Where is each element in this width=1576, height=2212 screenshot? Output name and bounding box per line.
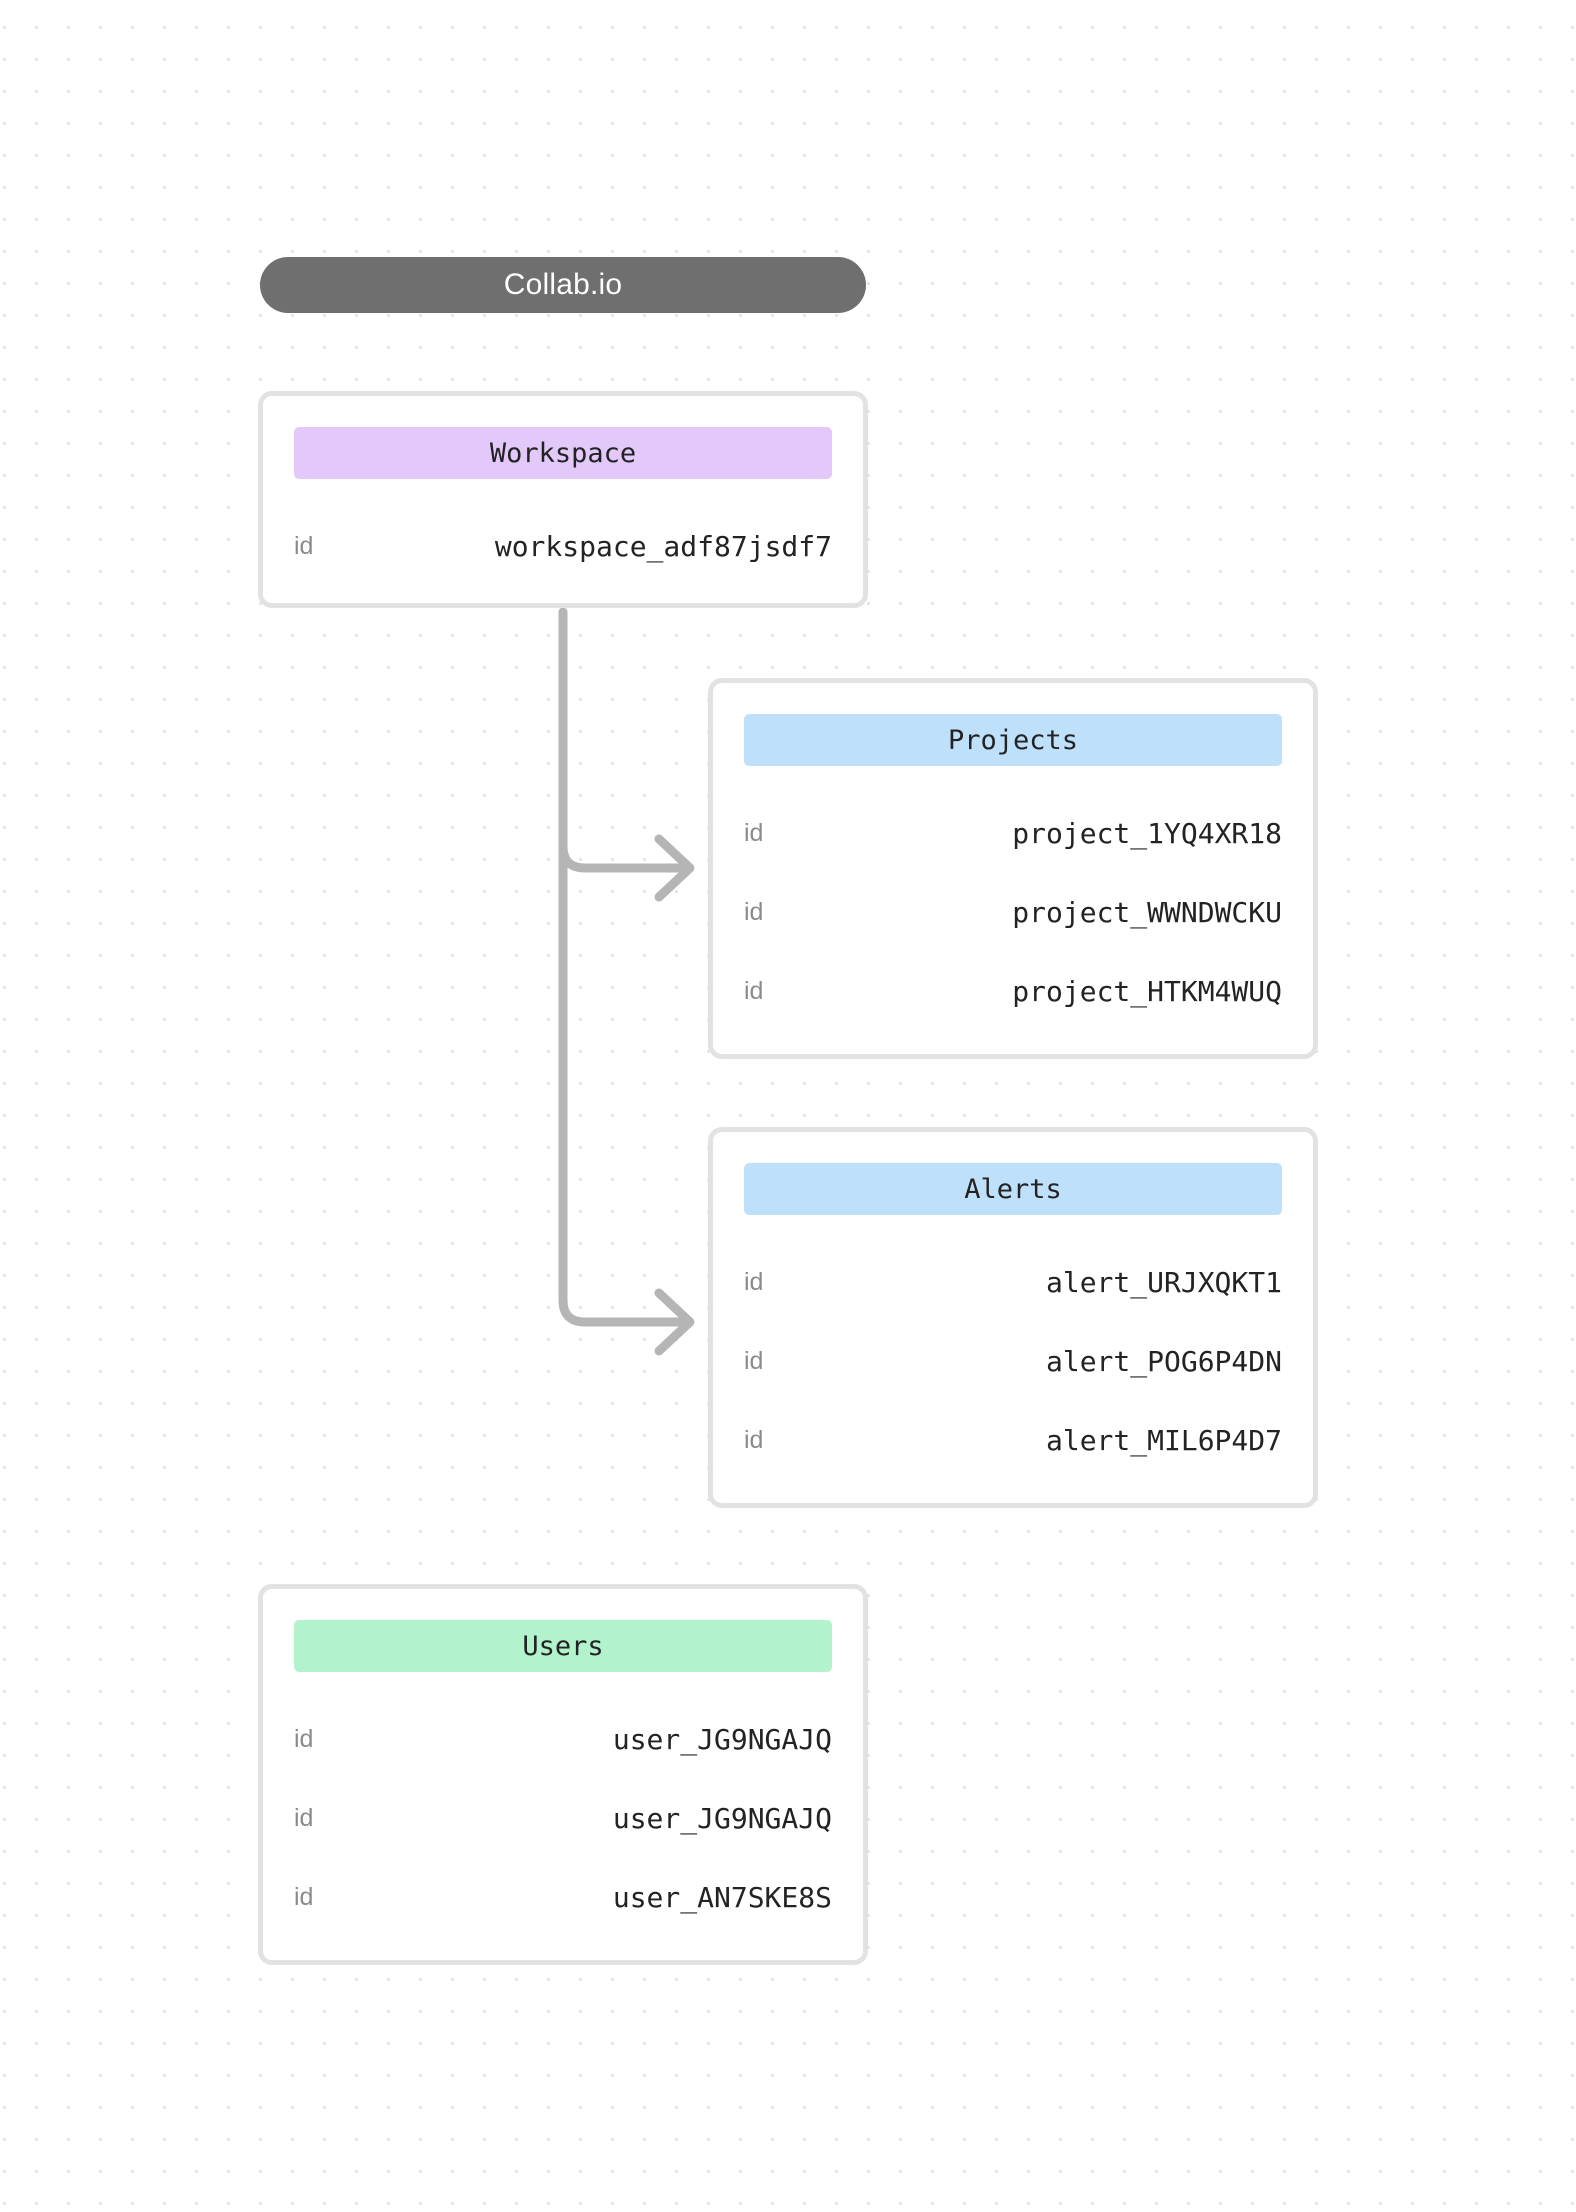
table-row[interactable]: id user_JG9NGAJQ xyxy=(294,1700,832,1779)
row-key: id xyxy=(294,1883,314,1911)
table-row[interactable]: id workspace_adf87jsdf7 xyxy=(294,507,832,586)
table-row[interactable]: id alert_MIL6P4D7 xyxy=(744,1401,1282,1480)
card-rows-workspace: id workspace_adf87jsdf7 xyxy=(294,507,832,586)
card-rows-users: id user_JG9NGAJQ id user_JG9NGAJQ id use… xyxy=(294,1700,832,1937)
entity-card-workspace[interactable]: Workspace id workspace_adf87jsdf7 xyxy=(258,391,868,608)
arrowhead-alerts xyxy=(654,1288,695,1356)
entity-card-projects[interactable]: Projects id project_1YQ4XR18 id project_… xyxy=(708,678,1318,1059)
card-title-projects: Projects xyxy=(947,724,1079,756)
row-value: workspace_adf87jsdf7 xyxy=(494,530,832,563)
card-header-projects: Projects xyxy=(744,714,1282,766)
card-rows-projects: id project_1YQ4XR18 id project_WWNDWCKU … xyxy=(744,794,1282,1031)
row-key: id xyxy=(294,1725,314,1753)
connector-branch-projects xyxy=(558,841,693,873)
table-row[interactable]: id project_1YQ4XR18 xyxy=(744,794,1282,873)
table-row[interactable]: id project_HTKM4WUQ xyxy=(744,952,1282,1031)
row-key: id xyxy=(744,1268,764,1296)
row-key: id xyxy=(294,532,314,560)
card-title-alerts: Alerts xyxy=(964,1173,1062,1205)
row-value: alert_MIL6P4D7 xyxy=(1045,1424,1282,1457)
card-header-alerts: Alerts xyxy=(744,1163,1282,1215)
row-value: alert_POG6P4DN xyxy=(1045,1345,1282,1378)
diagram-title-pill: Collab.io xyxy=(260,257,866,313)
card-header-users: Users xyxy=(294,1620,832,1672)
table-row[interactable]: id project_WWNDWCKU xyxy=(744,873,1282,952)
card-rows-alerts: id alert_URJXQKT1 id alert_POG6P4DN id a… xyxy=(744,1243,1282,1480)
row-value: user_JG9NGAJQ xyxy=(612,1723,832,1756)
arrowhead-projects xyxy=(654,834,695,902)
card-title-users: Users xyxy=(522,1630,604,1662)
diagram-title-text: Collab.io xyxy=(503,268,623,301)
row-value: project_WWNDWCKU xyxy=(1012,896,1282,929)
table-row[interactable]: id alert_URJXQKT1 xyxy=(744,1243,1282,1322)
row-value: project_1YQ4XR18 xyxy=(1012,817,1282,850)
row-value: project_HTKM4WUQ xyxy=(1012,975,1282,1008)
table-row[interactable]: id alert_POG6P4DN xyxy=(744,1322,1282,1401)
row-key: id xyxy=(294,1804,314,1832)
table-row[interactable]: id user_AN7SKE8S xyxy=(294,1858,832,1937)
row-key: id xyxy=(744,1426,764,1454)
connector-trunk xyxy=(558,607,693,1327)
row-value: alert_URJXQKT1 xyxy=(1045,1266,1282,1299)
entity-card-users[interactable]: Users id user_JG9NGAJQ id user_JG9NGAJQ … xyxy=(258,1584,868,1965)
card-header-workspace: Workspace xyxy=(294,427,832,479)
row-key: id xyxy=(744,898,764,926)
row-key: id xyxy=(744,819,764,847)
row-value: user_JG9NGAJQ xyxy=(612,1802,832,1835)
row-key: id xyxy=(744,1347,764,1375)
card-title-workspace: Workspace xyxy=(489,437,637,469)
row-value: user_AN7SKE8S xyxy=(612,1881,832,1914)
table-row[interactable]: id user_JG9NGAJQ xyxy=(294,1779,832,1858)
row-key: id xyxy=(744,977,764,1005)
entity-card-alerts[interactable]: Alerts id alert_URJXQKT1 id alert_POG6P4… xyxy=(708,1127,1318,1508)
